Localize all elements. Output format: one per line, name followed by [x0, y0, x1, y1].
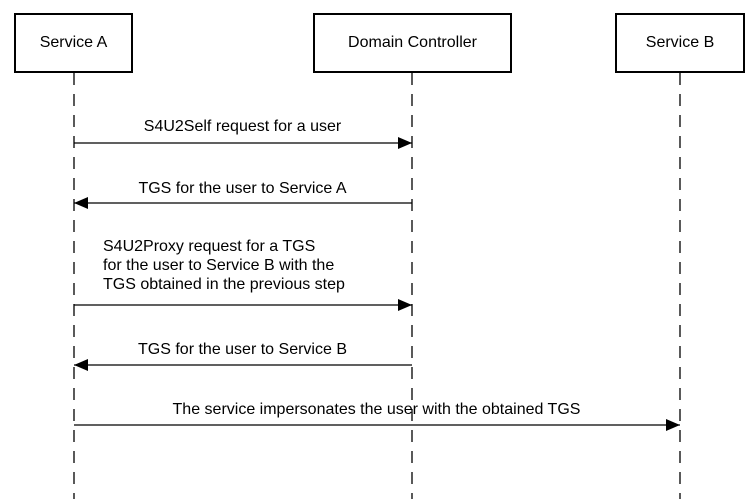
- message-line: TGS obtained in the previous step: [103, 276, 345, 293]
- message-line: The service impersonates the user with t…: [172, 401, 581, 418]
- message-label-tgs-service-b: TGS for the user to Service B: [75, 340, 410, 359]
- participant-service-b: Service B: [615, 13, 745, 73]
- participant-service-a: Service A: [14, 13, 133, 73]
- message-label-s4u2proxy: S4U2Proxy request for a TGS for the user…: [103, 237, 345, 294]
- participant-label: Domain Controller: [348, 34, 477, 51]
- participant-label: Service B: [645, 34, 715, 51]
- participant-label: Service A: [39, 34, 108, 51]
- participant-domain-controller: Domain Controller: [313, 13, 512, 73]
- message-line: TGS for the user to Service A: [138, 180, 347, 197]
- message-line: TGS for the user to Service B: [138, 341, 347, 358]
- message-label-impersonation: The service impersonates the user with t…: [75, 400, 678, 419]
- message-label-tgs-service-a: TGS for the user to Service A: [75, 179, 410, 198]
- message-line: S4U2Proxy request for a TGS: [103, 238, 316, 255]
- message-line: S4U2Self request for a user: [143, 118, 342, 135]
- message-label-s4u2self: S4U2Self request for a user: [75, 117, 410, 136]
- message-line: for the user to Service B with the: [103, 257, 335, 274]
